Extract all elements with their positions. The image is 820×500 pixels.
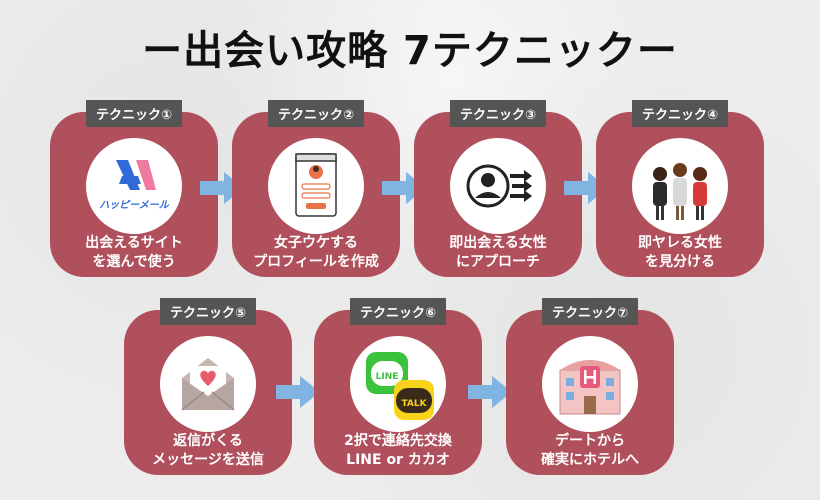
caption-line-2: プロフィールを作成 — [253, 254, 379, 270]
kakao-talk-icon: TALK — [394, 380, 434, 420]
caption-line-1: 女子ウケする — [274, 235, 358, 251]
technique-card-5: テクニック⑤ 返信がくる メッセージを送信 — [124, 298, 292, 475]
envelope-heart-icon — [160, 336, 256, 432]
caption-line-1: 返信がくる — [173, 433, 243, 449]
technique-card-4: テクニック④ 即ヤレる女性 を見分ける — [596, 100, 764, 277]
page-title: ー出会い攻略 7テクニックー — [142, 28, 678, 74]
arrow-right-icon — [468, 376, 512, 408]
caption-line-1: 即出会える女性 — [449, 235, 547, 251]
technique-tag: テクニック① — [85, 100, 183, 127]
caption-line-1: 即ヤレる女性 — [638, 235, 722, 251]
person-approach-icon — [450, 138, 546, 234]
caption-line-1: 出会えるサイト — [85, 235, 183, 251]
technique-card-2: テクニック② 女子ウケする プロフィールを作成 — [232, 100, 400, 277]
caption-line-1: 2択で連絡先交換 — [344, 433, 452, 449]
technique-tag: テクニック⑦ — [541, 298, 639, 325]
arrow-right-icon — [276, 376, 320, 408]
line-talk-icon: LINE TALK — [350, 336, 446, 432]
caption-line-2: にアプローチ — [456, 254, 540, 270]
technique-card-7: テクニック⑦ デートから 確実にホテルへ — [506, 298, 674, 475]
caption-line-2: を選んで使う — [92, 254, 176, 270]
technique-card-6: テクニック⑥ LINE TALK 2択で連絡先交換 LINE or カカオ — [314, 298, 482, 475]
happy-mail-logo-icon: ハッピーメール — [86, 138, 182, 234]
caption-line-2: 確実にホテルへ — [541, 452, 639, 468]
happy-mail-logo-text: ハッピーメール — [99, 200, 169, 211]
technique-tag: テクニック④ — [631, 100, 729, 127]
technique-tag: テクニック③ — [449, 100, 547, 127]
technique-tag: テクニック⑥ — [349, 298, 447, 325]
profile-page-icon — [268, 138, 364, 234]
technique-card-1: テクニック① ハッピーメール 出会えるサイト を選んで使う — [50, 100, 218, 277]
technique-tag: テクニック② — [267, 100, 365, 127]
caption-line-1: デートから — [555, 433, 625, 449]
hotel-icon — [542, 336, 638, 432]
women-group-icon — [632, 138, 728, 234]
caption-line-2: を見分ける — [645, 254, 715, 270]
line-label: LINE — [375, 371, 399, 382]
caption-line-2: LINE or カカオ — [346, 452, 450, 468]
technique-card-3: テクニック③ 即出会える女性 にアプローチ — [414, 100, 582, 277]
talk-label: TALK — [401, 398, 427, 409]
technique-tag: テクニック⑤ — [159, 298, 257, 325]
caption-line-2: メッセージを送信 — [152, 452, 264, 468]
